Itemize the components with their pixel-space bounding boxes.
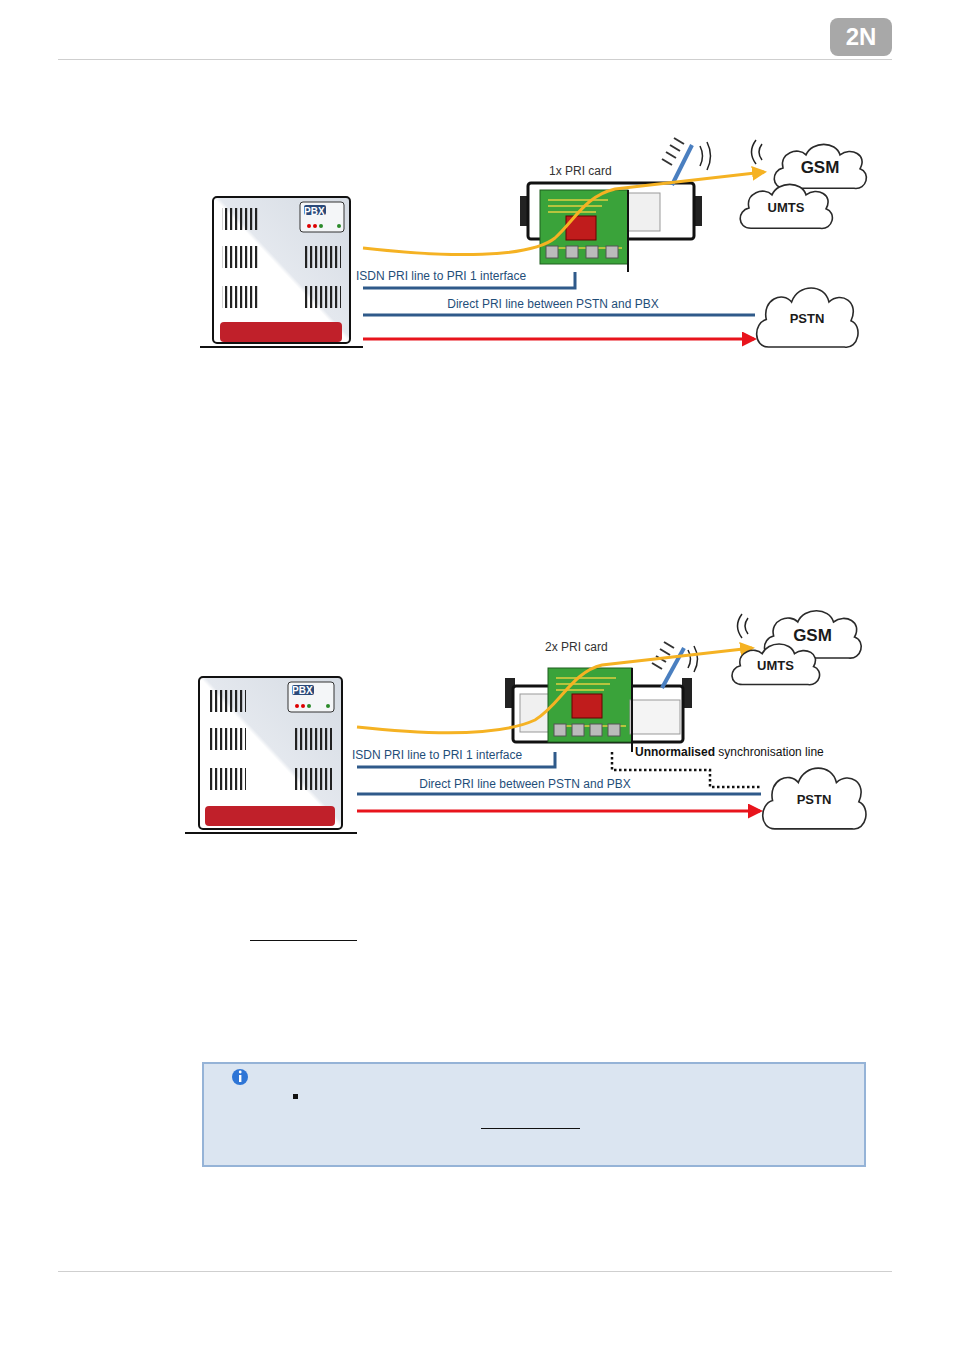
- pbx-unit: PBX: [200, 197, 363, 347]
- line-connector: [357, 810, 760, 813]
- line-label: Direct PRI line between PSTN and PBX: [419, 777, 630, 791]
- pbx-display-text: PBX: [292, 684, 313, 698]
- gateway-card: [520, 138, 711, 272]
- line-label: Unnormalised synchronisation line: [635, 745, 824, 759]
- network-cloud: UMTS: [736, 180, 836, 232]
- info-box: [203, 1063, 865, 1166]
- line-connector: [363, 314, 755, 317]
- gateway-box: 2x PRI card: [505, 660, 690, 752]
- cloud-label: UMTS: [757, 659, 794, 673]
- network-cloud: PSTN: [758, 762, 870, 834]
- line-connector: [363, 338, 754, 341]
- line-connector: [357, 648, 752, 733]
- logo-text: 2N: [846, 25, 877, 49]
- cloud-label: PSTN: [797, 793, 832, 807]
- pbx-unit: PBX: [185, 677, 357, 833]
- line-label: Direct PRI line between PSTN and PBX: [447, 297, 658, 311]
- network-cloud: PSTN: [752, 282, 862, 352]
- line-connector: [357, 793, 761, 796]
- logo-badge: [830, 18, 892, 56]
- gateway-box: 1x PRI card: [520, 180, 700, 272]
- pbx-display-text: PBX: [304, 205, 325, 219]
- cloud-label: UMTS: [768, 201, 805, 215]
- cloud-label: PSTN: [790, 312, 825, 326]
- pbx-illustration: [200, 197, 363, 347]
- line-label: ISDN PRI line to PRI 1 interface: [352, 748, 522, 762]
- line-label: ISDN PRI line to PRI 1 interface: [356, 269, 526, 283]
- line-connector: [363, 172, 764, 255]
- card-heading: 2x PRI card: [545, 640, 608, 654]
- cloud-label: GSM: [793, 629, 832, 643]
- network-cloud: UMTS: [728, 640, 823, 688]
- card-heading: 1x PRI card: [549, 164, 612, 178]
- cloud-label: GSM: [801, 161, 840, 175]
- pbx-illustration: [185, 677, 357, 833]
